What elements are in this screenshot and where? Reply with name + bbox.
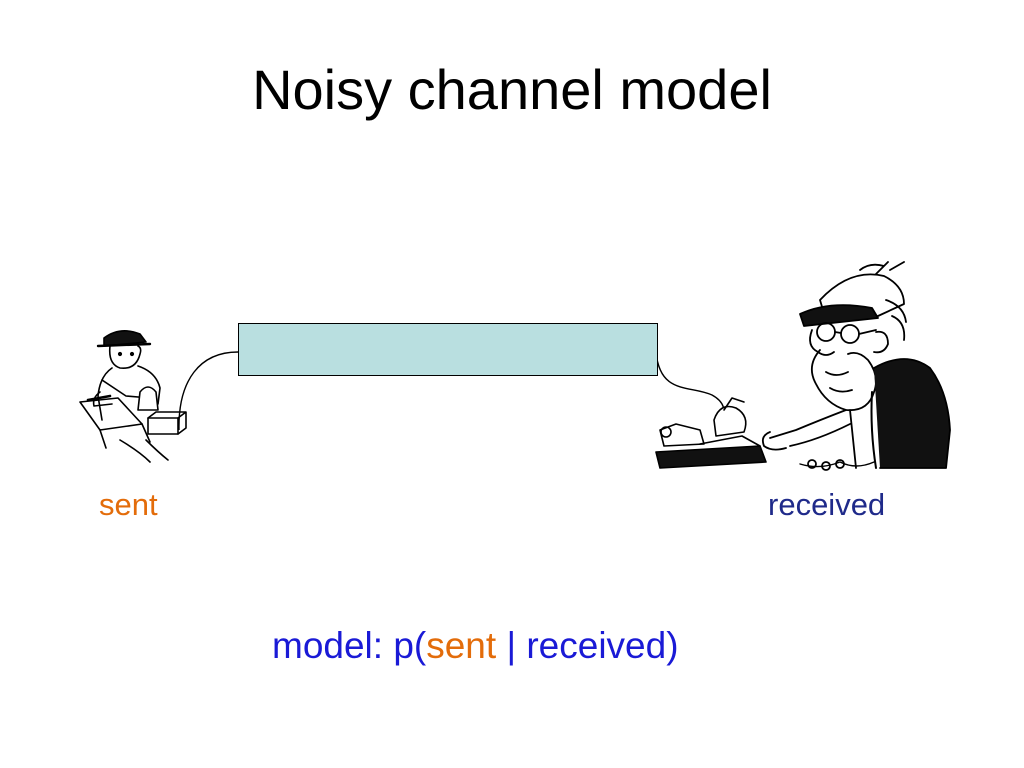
noisy-channel-box	[238, 323, 658, 376]
formula-sent-term: sent	[426, 625, 497, 666]
sent-label: sent	[99, 487, 158, 522]
receiver-wire	[655, 351, 725, 421]
received-label: received	[768, 487, 886, 522]
sender-wire	[178, 351, 239, 431]
telegraph-apparatus-icon	[655, 397, 767, 469]
telegraph-operator-receiver-icon	[761, 261, 951, 471]
model-formula: model: p(sent | received)	[272, 627, 679, 664]
telegraph-operator-sender-icon	[79, 330, 187, 463]
formula-prefix: model: p(	[272, 625, 427, 666]
slide-title: Noisy channel model	[252, 58, 772, 121]
formula-received-term: | received)	[496, 625, 679, 666]
